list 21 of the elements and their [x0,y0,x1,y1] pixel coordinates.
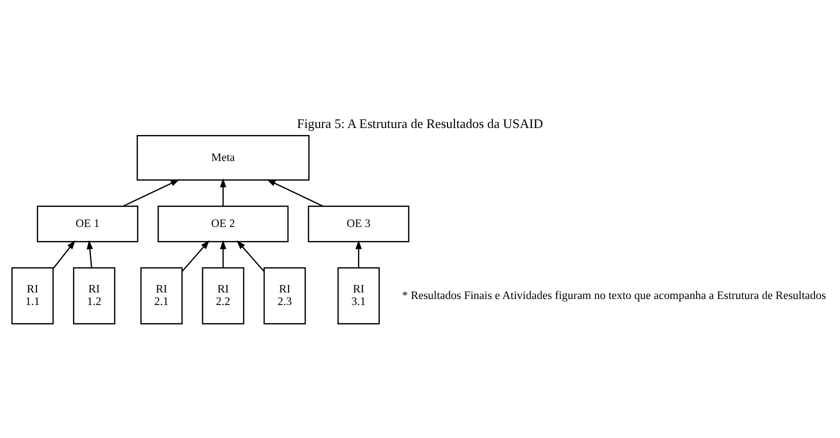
arrow [236,240,264,272]
arrow [266,179,324,207]
arrow [355,240,362,268]
arrow [220,240,226,268]
node-box: RI 2.3 [264,267,306,324]
arrow [220,178,226,206]
arrow [122,179,180,207]
label: * Resultados Finais e Atividades figuram no texto que acompanha a Estrutura de Resultados [402,290,826,302]
node-box: OE 3 [308,206,410,242]
node-box: OE 2 [158,206,289,242]
node-box: OE 1 [36,206,138,242]
node-box: RI 3.1 [337,267,380,324]
node-box: RI 2.2 [202,267,244,324]
node-box: RI 2.1 [140,267,183,324]
node-box: RI 1.2 [73,267,116,324]
arrow [86,240,94,268]
node-box: Meta [136,135,310,181]
node-box: RI 1.1 [11,267,54,324]
arrow [52,240,76,269]
arrow [182,240,210,272]
diagram-title: Figura 5: A Estrutura de Resultados da USAID [296,116,544,132]
